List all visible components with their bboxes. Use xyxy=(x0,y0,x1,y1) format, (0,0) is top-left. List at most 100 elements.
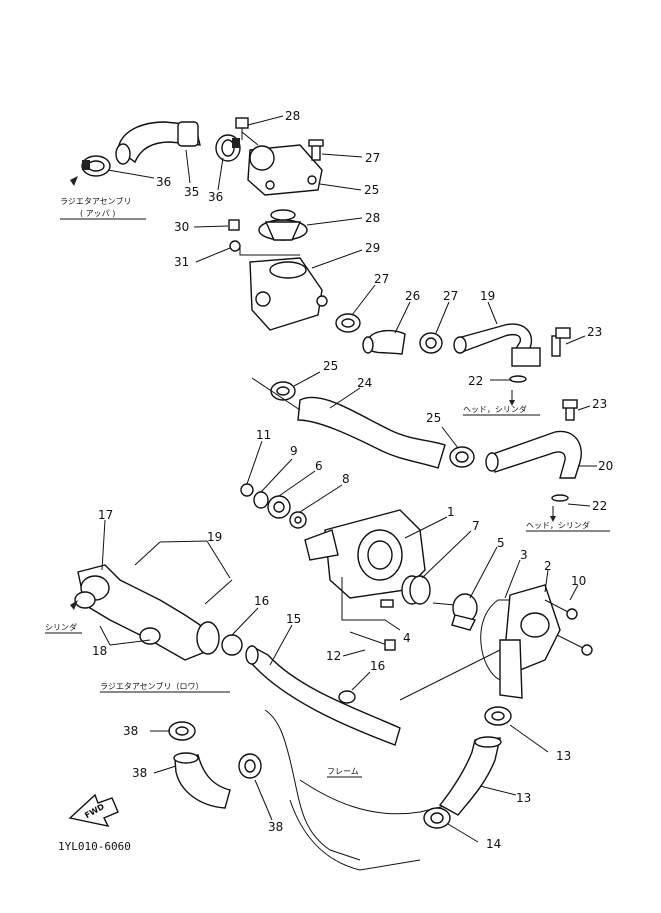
part-number: 7 xyxy=(472,519,480,533)
part-number: 28 xyxy=(285,109,300,123)
pin-4 xyxy=(380,599,394,608)
part-number: 3 xyxy=(520,548,528,562)
part-number: 12 xyxy=(326,649,341,663)
gasket-22-top xyxy=(509,375,527,383)
label-cylinder: シリンダ xyxy=(45,622,77,632)
seal-9 xyxy=(253,491,269,509)
hose-clamp-25-left xyxy=(270,381,296,401)
part-number: 23 xyxy=(592,397,607,411)
label-head-cylinder-1: ヘッド，シリンダ xyxy=(463,404,527,414)
impeller-5 xyxy=(432,593,478,631)
hose-clamp-27-right xyxy=(419,332,443,354)
part-number: 36 xyxy=(156,175,171,189)
gasket-22-bottom xyxy=(551,494,569,502)
part-number: 8 xyxy=(342,472,350,486)
part-number: 5 xyxy=(497,536,505,550)
part-number: 10 xyxy=(571,574,586,588)
hose-26 xyxy=(362,329,406,355)
part-number: 20 xyxy=(598,459,613,473)
label-head-cylinder-2: ヘッド，シリンダ xyxy=(526,520,590,530)
seal-7 xyxy=(401,575,431,605)
fwd-arrow-icon: FWD xyxy=(68,793,119,827)
part-number: 30 xyxy=(174,220,189,234)
bolt-31-washer-32 xyxy=(228,219,241,252)
bolt-12 xyxy=(349,631,396,651)
hose-clamp-27-left xyxy=(335,313,361,333)
part-number: 25 xyxy=(364,183,379,197)
part-number: 38 xyxy=(123,724,138,738)
part-number: 1 xyxy=(447,505,455,519)
part-number: 36 xyxy=(208,190,223,204)
part-number: 22 xyxy=(592,499,607,513)
o-ring-16-top xyxy=(221,634,243,656)
bolts-19 xyxy=(134,541,233,605)
part-number: 31 xyxy=(174,255,189,269)
pump-cover-2 xyxy=(499,584,561,699)
part-numbers: 28 27 25 36 35 36 28 30 31 29 27 26 27 1… xyxy=(92,109,613,851)
part-number: 26 xyxy=(405,289,420,303)
label-radiator-lower: ラジエタアセンブリ（ロワ） xyxy=(100,681,203,691)
bolts-10 xyxy=(544,599,593,656)
part-number: 9 xyxy=(290,444,298,458)
diagram-code: 1YL010-6060 xyxy=(58,840,131,853)
part-number: 13 xyxy=(556,749,571,763)
hose-37 xyxy=(173,752,231,809)
o-ring-16-bottom xyxy=(338,690,356,704)
seal-8 xyxy=(289,511,307,529)
part-number: 15 xyxy=(286,612,301,626)
bolt-33 xyxy=(308,139,324,161)
part-number: 19 xyxy=(207,530,222,544)
thermostat-housing-29 xyxy=(249,257,328,331)
part-number: 17 xyxy=(98,508,113,522)
pipe-20 xyxy=(485,430,582,479)
label-frame: フレーム xyxy=(327,767,359,776)
frame-outline xyxy=(264,709,471,871)
hose-15 xyxy=(245,645,401,746)
part-number: 35 xyxy=(184,185,199,199)
pipe-21 xyxy=(453,323,541,367)
hose-clamp-14-bottom xyxy=(423,807,451,829)
bearing-6 xyxy=(267,495,291,519)
label-radiator-upper-sub: ( アッパ ) xyxy=(80,209,115,218)
hose-24 xyxy=(297,396,446,469)
bolt-34 xyxy=(235,117,249,140)
o-ring-18-right xyxy=(139,627,161,645)
part-number: 25 xyxy=(426,411,441,425)
part-number: 16 xyxy=(254,594,269,608)
hose-clamp-14-top xyxy=(484,706,512,726)
part-number: 11 xyxy=(256,428,271,442)
part-number: 38 xyxy=(132,766,147,780)
o-ring-18-left xyxy=(74,591,96,609)
part-number: 14 xyxy=(486,837,501,851)
part-number: 6 xyxy=(315,459,323,473)
seal-11 xyxy=(240,483,254,497)
part-number: 29 xyxy=(365,241,380,255)
part-number: 27 xyxy=(443,289,458,303)
thermostat-28 xyxy=(258,209,308,241)
part-number: 22 xyxy=(468,374,483,388)
bolt-23-top xyxy=(551,327,571,357)
bolt-23-bottom xyxy=(562,399,578,421)
part-number: 24 xyxy=(357,376,372,390)
part-number: 13 xyxy=(516,791,531,805)
hose-clamp-36-right xyxy=(215,134,241,162)
hose-clamp-36-left xyxy=(81,155,111,177)
part-number: 23 xyxy=(587,325,602,339)
hose-13 xyxy=(438,736,502,816)
leader-lines xyxy=(99,115,597,843)
part-number: 27 xyxy=(374,272,389,286)
thermostat-cover-30 xyxy=(247,144,323,196)
part-number: 4 xyxy=(403,631,411,645)
hose-clamp-38-top xyxy=(168,721,196,741)
part-number: 25 xyxy=(323,359,338,373)
label-radiator-upper: ラジエタアセンブリ xyxy=(60,196,131,206)
upper-hose-35 xyxy=(115,121,201,165)
part-number: 28 xyxy=(365,211,380,225)
part-number: 2 xyxy=(544,559,552,573)
part-number: 19 xyxy=(480,289,495,303)
part-number: 16 xyxy=(370,659,385,673)
hose-clamp-25-right xyxy=(449,446,475,468)
part-number: 27 xyxy=(365,151,380,165)
